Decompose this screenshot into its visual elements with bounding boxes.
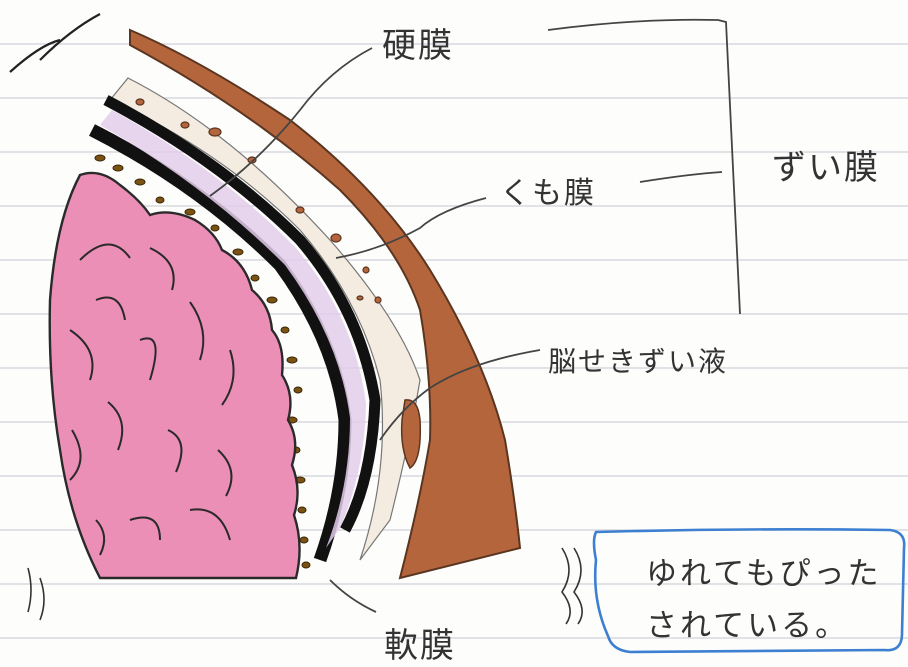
note-line-2: されている。 [646, 600, 906, 652]
note-line-1: ゆれてもぴった [646, 548, 906, 600]
note-text: ゆれてもぴった されている。 [646, 548, 906, 652]
label-dura-mater: 硬膜 [382, 18, 454, 67]
label-cerebrospinal-fluid: 脳せきずい液 [548, 340, 728, 380]
hair-strokes [10, 14, 100, 72]
label-meninges: ずい膜 [772, 140, 880, 189]
scribble-right [562, 548, 582, 624]
scribble-left [28, 568, 44, 620]
label-arachnoid: くも膜 [500, 168, 596, 212]
label-pia-mater: 軟膜 [384, 618, 456, 667]
